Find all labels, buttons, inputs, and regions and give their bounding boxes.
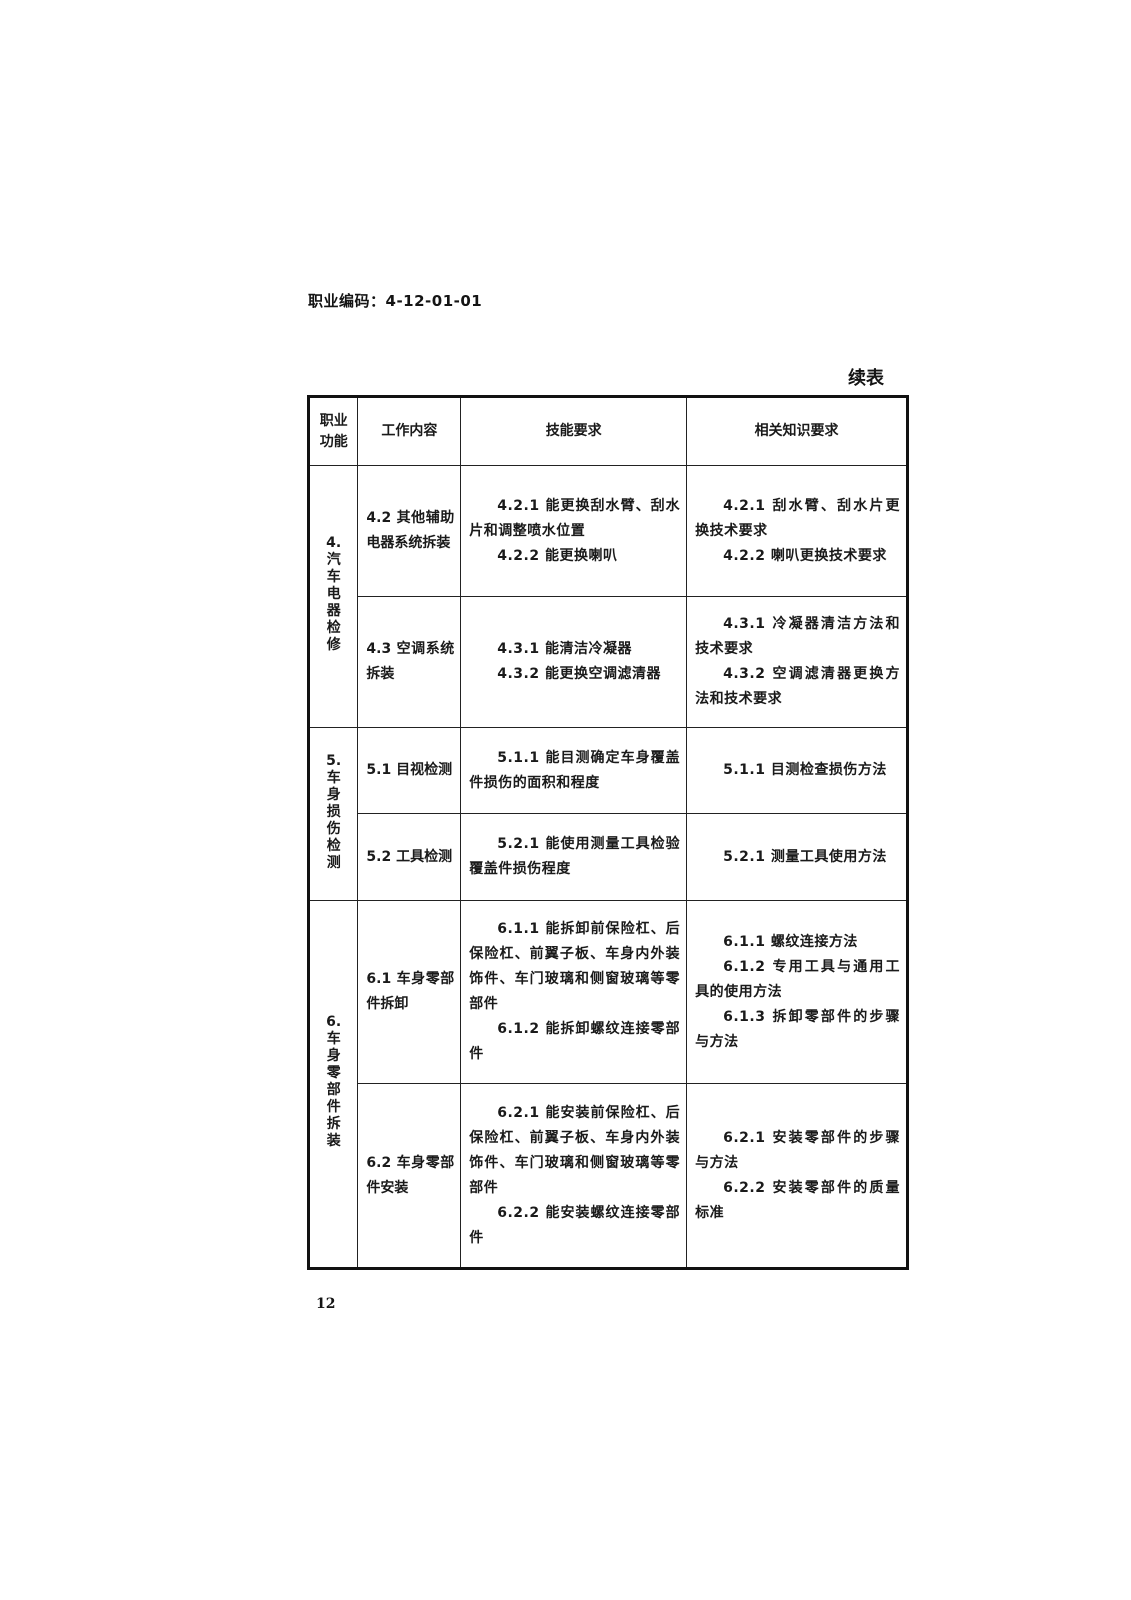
skill-cell: 5.2.1 能使用测量工具检验覆盖件损伤程度 xyxy=(460,813,688,901)
table-row: 5.2 工具检测 5.2.1 能使用测量工具检验覆盖件损伤程度 5.2.1 测量… xyxy=(309,813,908,901)
work-cell: 4.2 其他辅助电器系统拆装 xyxy=(357,465,462,597)
knowledge-cell: 5.1.1 目测检查损伤方法 xyxy=(686,727,908,814)
page-number: 12 xyxy=(316,1296,336,1312)
skill-item: 4.2.1 能更换刮水臂、刮水片和调整喷水位置 xyxy=(469,497,681,539)
knowledge-item: 4.3.1 冷凝器清洁方法和技术要求 xyxy=(695,616,900,657)
knowledge-item: 4.3.2 空调滤清器更换方法和技术要求 xyxy=(695,666,900,707)
header-skill: 技能要求 xyxy=(460,396,688,466)
skills-table: 职业功能 工作内容 技能要求 相关知识要求 4.汽车电器检修 4.2 其他辅助电… xyxy=(307,395,909,1270)
skill-cell: 5.1.1 能目测确定车身覆盖件损伤的面积和程度 xyxy=(460,727,688,814)
table-header-row: 职业功能 工作内容 技能要求 相关知识要求 xyxy=(307,396,908,466)
knowledge-cell: 5.2.1 测量工具使用方法 xyxy=(686,813,908,901)
header-knowledge: 相关知识要求 xyxy=(686,396,908,466)
work-cell: 6.2 车身零部件安装 xyxy=(357,1083,462,1269)
table-row: 5.车身损伤检测 5.1 目视检测 5.1.1 能目测确定车身覆盖件损伤的面积和… xyxy=(307,727,908,901)
occupation-code: 职业编码：4-12-01-01 xyxy=(308,292,483,310)
knowledge-item: 6.1.2 专用工具与通用工具的使用方法 xyxy=(695,958,900,1000)
skill-item: 4.2.2 能更换喇叭 xyxy=(497,547,618,564)
knowledge-item: 4.2.2 喇叭更换技术要求 xyxy=(723,547,887,564)
table-row: 4.3 空调系统拆装 4.3.1 能清洁冷凝器 4.3.2 能更换空调滤清器 4… xyxy=(309,596,908,728)
continued-label: 续表 xyxy=(848,368,884,389)
knowledge-item: 5.2.1 测量工具使用方法 xyxy=(723,848,887,865)
knowledge-item: 4.2.1 刮水臂、刮水片更换技术要求 xyxy=(695,497,900,539)
work-cell: 5.2 工具检测 xyxy=(357,813,462,901)
skill-cell: 4.3.1 能清洁冷凝器 4.3.2 能更换空调滤清器 xyxy=(460,596,688,728)
function-label: 6.车身零部件拆装 xyxy=(326,1014,342,1149)
skill-item: 6.1.1 能拆卸前保险杠、后保险杠、前翼子板、车身内外装饰件、车门玻璃和侧窗玻… xyxy=(469,921,681,1012)
table-row: 4.汽车电器检修 4.2 其他辅助电器系统拆装 4.2.1 能更换刮水臂、刮水片… xyxy=(307,465,908,728)
knowledge-item: 6.2.1 安装零部件的步骤与方法 xyxy=(695,1129,900,1171)
knowledge-item: 6.1.1 螺纹连接方法 xyxy=(723,933,858,950)
table-row: 6.2 车身零部件安装 6.2.1 能安装前保险杠、后保险杠、前翼子板、车身内外… xyxy=(309,1083,908,1269)
knowledge-item: 6.1.3 拆卸零部件的步骤与方法 xyxy=(695,1008,900,1050)
knowledge-cell: 4.2.1 刮水臂、刮水片更换技术要求 4.2.2 喇叭更换技术要求 xyxy=(686,465,908,597)
skill-item: 6.2.1 能安装前保险杠、后保险杠、前翼子板、车身内外装饰件、车门玻璃和侧窗玻… xyxy=(469,1104,681,1196)
header-function: 职业功能 xyxy=(307,396,359,466)
work-cell: 4.3 空调系统拆装 xyxy=(357,596,462,728)
skill-item: 5.2.1 能使用测量工具检验覆盖件损伤程度 xyxy=(469,836,681,877)
knowledge-cell: 6.1.1 螺纹连接方法 6.1.2 专用工具与通用工具的使用方法 6.1.3 … xyxy=(686,900,908,1084)
table-row: 6.车身零部件拆装 6.1 车身零部件拆卸 6.1.1 能拆卸前保险杠、后保险杠… xyxy=(307,900,908,1269)
skill-item: 4.3.1 能清洁冷凝器 xyxy=(497,641,632,657)
work-cell: 6.1 车身零部件拆卸 xyxy=(357,900,462,1084)
skill-cell: 6.2.1 能安装前保险杠、后保险杠、前翼子板、车身内外装饰件、车门玻璃和侧窗玻… xyxy=(460,1083,688,1269)
knowledge-item: 6.2.2 安装零部件的质量标准 xyxy=(695,1179,900,1221)
skill-cell: 4.2.1 能更换刮水臂、刮水片和调整喷水位置 4.2.2 能更换喇叭 xyxy=(460,465,688,597)
function-label: 5.车身损伤检测 xyxy=(326,752,342,871)
header-work: 工作内容 xyxy=(357,396,462,466)
function-cell: 4.汽车电器检修 xyxy=(307,465,359,728)
skill-item: 4.3.2 能更换空调滤清器 xyxy=(497,666,661,682)
function-label: 4.汽车电器检修 xyxy=(326,535,342,653)
function-cell: 5.车身损伤检测 xyxy=(307,727,359,901)
skill-item: 6.1.2 能拆卸螺纹连接零部件 xyxy=(469,1021,681,1062)
skill-item: 5.1.1 能目测确定车身覆盖件损伤的面积和程度 xyxy=(469,749,681,791)
knowledge-cell: 6.2.1 安装零部件的步骤与方法 6.2.2 安装零部件的质量标准 xyxy=(686,1083,908,1269)
function-cell: 6.车身零部件拆装 xyxy=(307,900,359,1269)
skill-item: 6.2.2 能安装螺纹连接零部件 xyxy=(469,1204,681,1246)
knowledge-cell: 4.3.1 冷凝器清洁方法和技术要求 4.3.2 空调滤清器更换方法和技术要求 xyxy=(686,596,908,728)
skill-cell: 6.1.1 能拆卸前保险杠、后保险杠、前翼子板、车身内外装饰件、车门玻璃和侧窗玻… xyxy=(460,900,688,1084)
work-cell: 5.1 目视检测 xyxy=(357,727,462,814)
knowledge-item: 5.1.1 目测检查损伤方法 xyxy=(723,762,887,778)
